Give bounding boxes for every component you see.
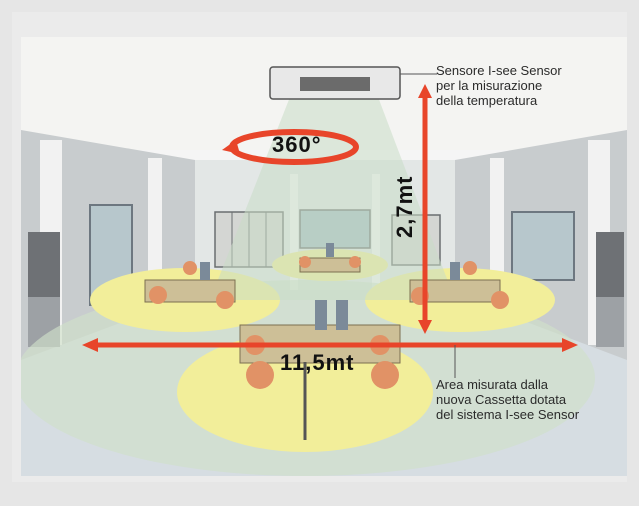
sensor-callout-line: Sensore I-see Sensor [436,63,562,78]
sensor-callout-line: per la misurazione [436,78,543,93]
height-arrowhead-top [418,84,432,98]
width-label: 11,5mt [280,350,355,375]
office-illustration [21,37,627,476]
desk-cluster-left [144,261,236,309]
area-callout-line: del sistema I-see Sensor [436,407,580,422]
cassette-grille [300,77,370,91]
height-arrowhead-bottom [418,320,432,334]
right-pillar-back [490,158,504,293]
width-arrowhead-right [562,338,578,352]
right-cabinet-lower [596,297,624,347]
sensor-callout: Sensore I-see Sensor per la misurazione … [436,63,562,108]
desk-cluster-back [299,243,361,273]
rotation-arrowhead [222,140,240,154]
right-cabinet [596,232,624,297]
area-callout-line: nuova Cassetta dotata [436,392,567,407]
sensor-cone [210,97,455,300]
area-callout-line: Area misurata dalla [436,377,548,392]
right-window [511,211,575,281]
width-arrowhead-left [82,338,98,352]
area-callout: Area misurata dalla nuova Cassetta dotat… [436,377,579,422]
height-label: 2,7mt [392,175,417,238]
sensor-callout-line: della temperatura [436,93,538,108]
left-cabinet [28,232,60,297]
rotation-label: 360° [272,132,322,157]
left-pillar-back [148,158,162,293]
